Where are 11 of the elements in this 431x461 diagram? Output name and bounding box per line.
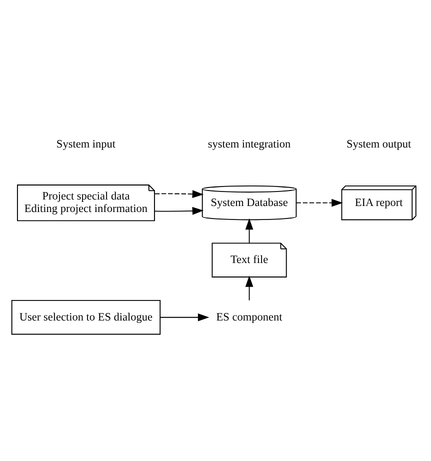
arrow bbox=[160, 312, 210, 321]
arrow bbox=[245, 218, 254, 244]
label: System output bbox=[346, 138, 412, 150]
arrow bbox=[154, 206, 204, 214]
arrow bbox=[296, 198, 343, 206]
label: system integration bbox=[208, 138, 291, 150]
arrow bbox=[154, 190, 204, 198]
node-text: ES component bbox=[216, 310, 282, 323]
arrow bbox=[245, 275, 254, 300]
node-box: User selection to ES dialogue bbox=[11, 299, 161, 334]
label: System input bbox=[56, 138, 116, 150]
